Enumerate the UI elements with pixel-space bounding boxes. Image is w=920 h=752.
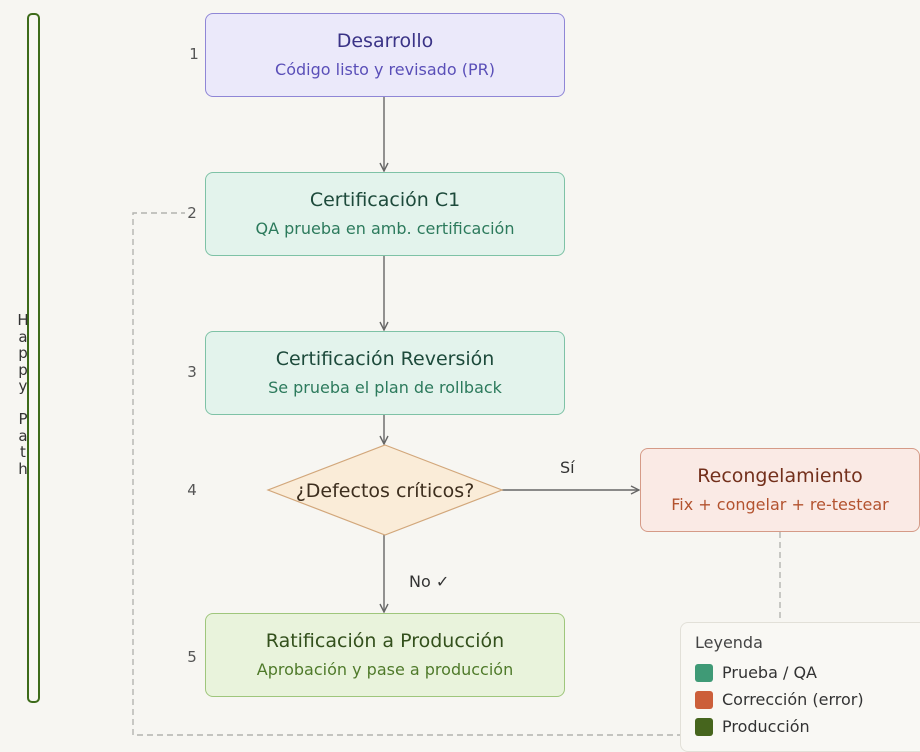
legend-label: Corrección (error) [722,690,864,709]
step-number-3: 3 [187,363,197,381]
node-certificacion-reversion: Certificación Reversión Se prueba el pla… [205,331,565,415]
legend-swatch [695,663,713,682]
step-number-5: 5 [187,648,197,666]
node-title: Ratificación a Producción [265,630,505,652]
edge-label-yes: Sí [560,458,575,477]
node-subtitle: QA prueba en amb. certificación [255,219,515,238]
node-subtitle: Fix + congelar + re-testear [671,495,889,514]
happy-path-letter: p [18,360,28,379]
happy-path-letter: a [18,426,28,445]
legend-label: Prueba / QA [722,663,817,682]
node-title: Desarrollo [336,30,434,52]
decision-diamond [266,444,504,536]
step-number-1: 1 [189,45,199,63]
node-subtitle: Aprobación y pase a producción [256,660,514,679]
node-subtitle: Se prueba el plan de rollback [268,378,502,397]
node-title: Certificación Reversión [275,348,495,370]
legend-title: Leyenda [695,633,763,652]
happy-path-letter: H [17,311,29,329]
legend: Leyenda Prueba / QA Corrección (error) P… [680,622,920,752]
node-ratificacion: Ratificación a Producción Aprobación y p… [205,613,565,697]
step-number-2: 2 [187,204,197,222]
legend-label: Producción [722,717,810,736]
node-certificacion-c1: Certificación C1 QA prueba en amb. certi… [205,172,565,256]
happy-path-letter: a [18,327,28,346]
decision-label: ¿Defectos críticos? [295,480,475,502]
legend-item-error: Corrección (error) [695,690,864,709]
edge-label-no: No ✓ [409,572,450,591]
happy-path-letter: p [18,344,28,362]
step-number-4: 4 [187,481,197,499]
legend-swatch [695,690,713,709]
happy-path-letter: P [18,410,28,428]
happy-path-letter: t [20,443,26,461]
legend-item-qa: Prueba / QA [695,663,817,682]
legend-swatch [695,717,713,736]
node-subtitle: Código listo y revisado (PR) [275,60,495,79]
node-desarrollo: Desarrollo Código listo y revisado (PR) [205,13,565,97]
node-title: Recongelamiento [697,465,863,487]
happy-path-letter [21,395,26,412]
node-title: Certificación C1 [309,189,461,211]
happy-path-bracket [27,13,40,703]
legend-item-produccion: Producción [695,717,810,736]
happy-path-letter: y [18,377,28,395]
happy-path-letter: h [18,459,28,478]
node-recongelamiento: Recongelamiento Fix + congelar + re-test… [640,448,920,532]
